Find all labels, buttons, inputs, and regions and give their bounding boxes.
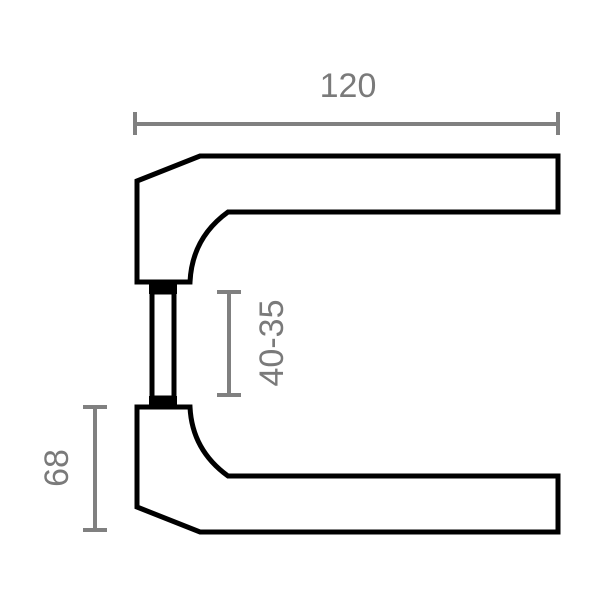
spindle-rose [149, 282, 177, 408]
upper-lever-handle [134, 153, 561, 285]
dimension-door-thickness: 40-35 [217, 290, 291, 397]
dimension-door-thickness-label: 40-35 [253, 300, 291, 387]
dimension-height-label: 68 [38, 449, 76, 487]
rose-body [149, 289, 177, 401]
dimension-height: 68 [38, 405, 107, 532]
dimension-length-label: 120 [320, 67, 377, 105]
dimension-length: 120 [133, 67, 560, 135]
lower-lever-handle [134, 404, 561, 535]
